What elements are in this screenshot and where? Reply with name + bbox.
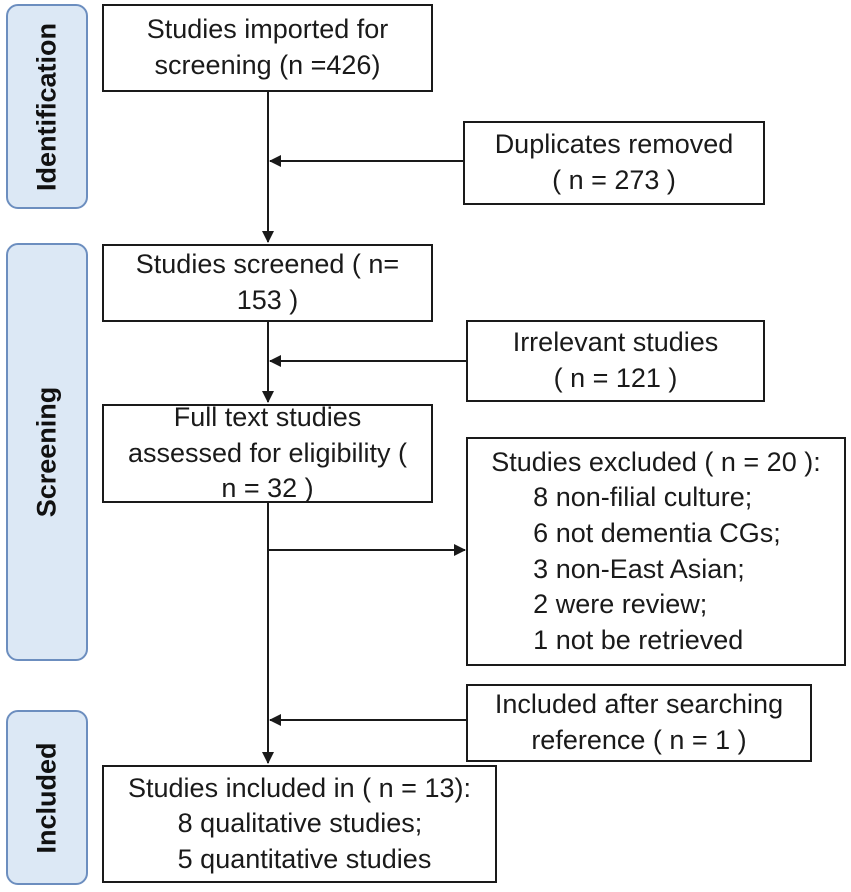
box-text: reference ( n = 1 ) [531, 725, 747, 755]
box-text: screening (n =426) [154, 50, 381, 80]
box-studies-included: Studies included in ( n = 13): 8 qualita… [102, 765, 497, 883]
box-text: Studies screened ( n= [135, 249, 400, 280]
included-studies-list: 8 qualitative studies; 5 quantitative st… [178, 806, 432, 877]
box-included-after-reference: Included after searching reference ( n =… [466, 684, 812, 762]
list-item: 3 non-East Asian; [533, 553, 745, 584]
box-text: 153 ) [236, 285, 299, 315]
box-studies-screened: Studies screened ( n= 153 ) [102, 244, 433, 322]
list-item: 6 not dementia CGs; [533, 517, 781, 548]
box-irrelevant-studies: Irrelevant studies ( n = 121 ) [466, 320, 765, 402]
box-text: Studies imported for [146, 14, 389, 45]
box-text: Included after searching [494, 689, 784, 720]
box-heading: Studies excluded ( n = 20 ): [491, 446, 821, 477]
box-studies-excluded: Studies excluded ( n = 20 ): 8 non-filia… [466, 437, 846, 666]
box-duplicates-removed: Duplicates removed ( n = 273 ) [463, 121, 765, 205]
box-text: Duplicates removed [494, 129, 734, 160]
box-text: n = 32 ) [221, 473, 314, 504]
list-item: 8 non-filial culture; [533, 482, 753, 513]
list-item: 1 not be retrieved [533, 624, 744, 655]
list-item: 2 were review; [533, 589, 708, 620]
list-item: 5 quantitative studies [177, 843, 432, 874]
list-item: 8 qualitative studies; [177, 808, 423, 839]
box-text: Irrelevant studies [512, 327, 719, 358]
box-heading: Studies included in ( n = 13): [128, 772, 471, 803]
box-text: ( n = 121 ) [553, 363, 678, 393]
phase-label-screening: Screening [31, 386, 62, 518]
box-full-text-assessed: Full text studies assessed for eligibili… [102, 402, 433, 503]
phase-included: Included [6, 710, 88, 885]
phase-identification: Identification [6, 4, 88, 209]
box-text: Full text studies [173, 402, 362, 433]
excluded-reasons-list: 8 non-filial culture; 6 not dementia CGs… [533, 480, 781, 658]
phase-label-included: Included [31, 741, 62, 854]
box-text: ( n = 273 ) [552, 165, 676, 195]
phase-screening: Screening [6, 243, 88, 661]
phase-label-identification: Identification [31, 22, 62, 191]
box-text: assessed for eligibility ( [127, 437, 408, 468]
box-studies-imported: Studies imported for screening (n =426) [102, 4, 433, 92]
